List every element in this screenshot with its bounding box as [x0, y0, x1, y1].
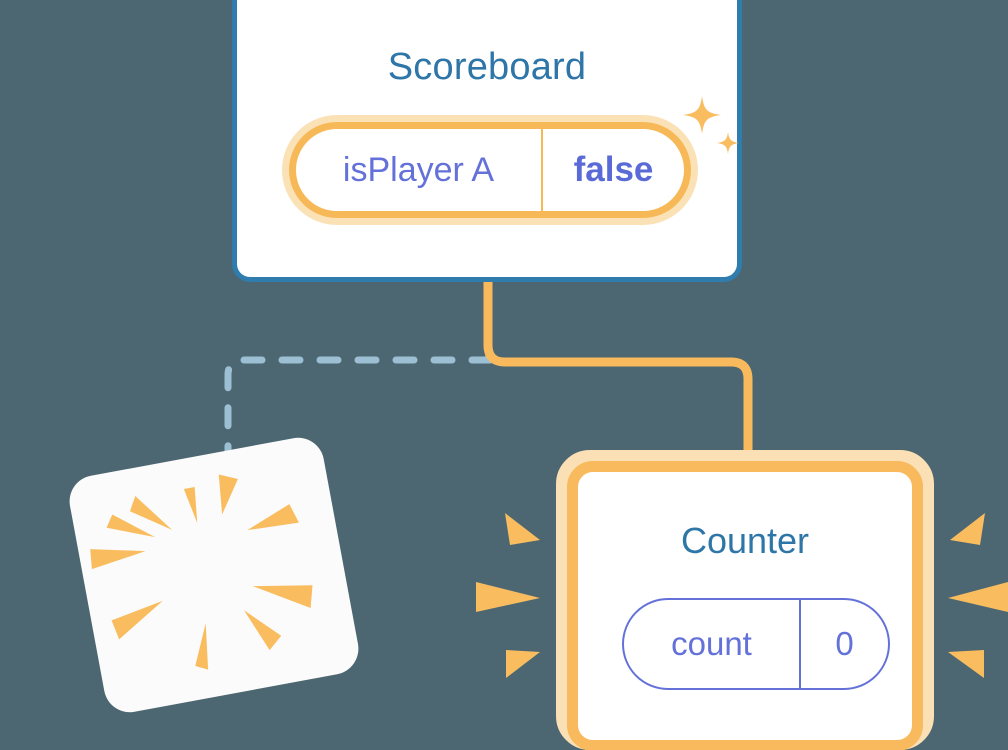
scoreboard-state-pill-wrap: isPlayer A false	[282, 115, 698, 225]
ray-right-upper	[950, 513, 985, 545]
ray-left-lower	[506, 650, 540, 678]
counter-state-pill[interactable]: count 0	[622, 598, 890, 690]
burst-ray-nw	[129, 496, 173, 530]
ray-left-middle	[476, 582, 540, 612]
ray-right-middle	[948, 582, 1008, 612]
burst-ray-wsw	[90, 549, 146, 570]
scoreboard-state-key: isPlayer A	[296, 129, 543, 211]
counter-state-value: 0	[835, 625, 854, 662]
burst-ray-wnw	[106, 514, 156, 538]
sparkle-group	[683, 96, 739, 154]
burst-ray-sse	[243, 610, 282, 651]
ray-left-upper	[505, 513, 540, 545]
burst-ray-n	[183, 487, 198, 524]
burst-ray-s	[195, 623, 209, 670]
scoreboard-state-value: false	[573, 150, 654, 189]
ray-right-lower	[948, 650, 984, 678]
counter-card[interactable]: Counter count 0	[567, 461, 923, 750]
burst-ray-ene	[247, 504, 299, 531]
burst-card-rays	[90, 474, 313, 670]
burst-ray-ese	[252, 585, 313, 608]
sparkle-small-icon	[717, 132, 739, 154]
scoreboard-card[interactable]: Scoreboard isPlayer A false	[232, 0, 742, 282]
burst-card[interactable]	[65, 433, 363, 717]
scoreboard-title: Scoreboard	[387, 46, 587, 88]
burst-ray-nne	[218, 474, 238, 515]
dashed-connector-to-burst-card	[224, 278, 492, 489]
counter-state-key: count	[624, 600, 801, 688]
counter-title: Counter	[680, 520, 810, 561]
solid-connector-to-counter	[483, 273, 753, 475]
burst-ray-ssw	[111, 600, 163, 640]
sparkle-large-icon	[683, 96, 721, 134]
scoreboard-state-pill[interactable]: isPlayer A false	[289, 122, 691, 218]
